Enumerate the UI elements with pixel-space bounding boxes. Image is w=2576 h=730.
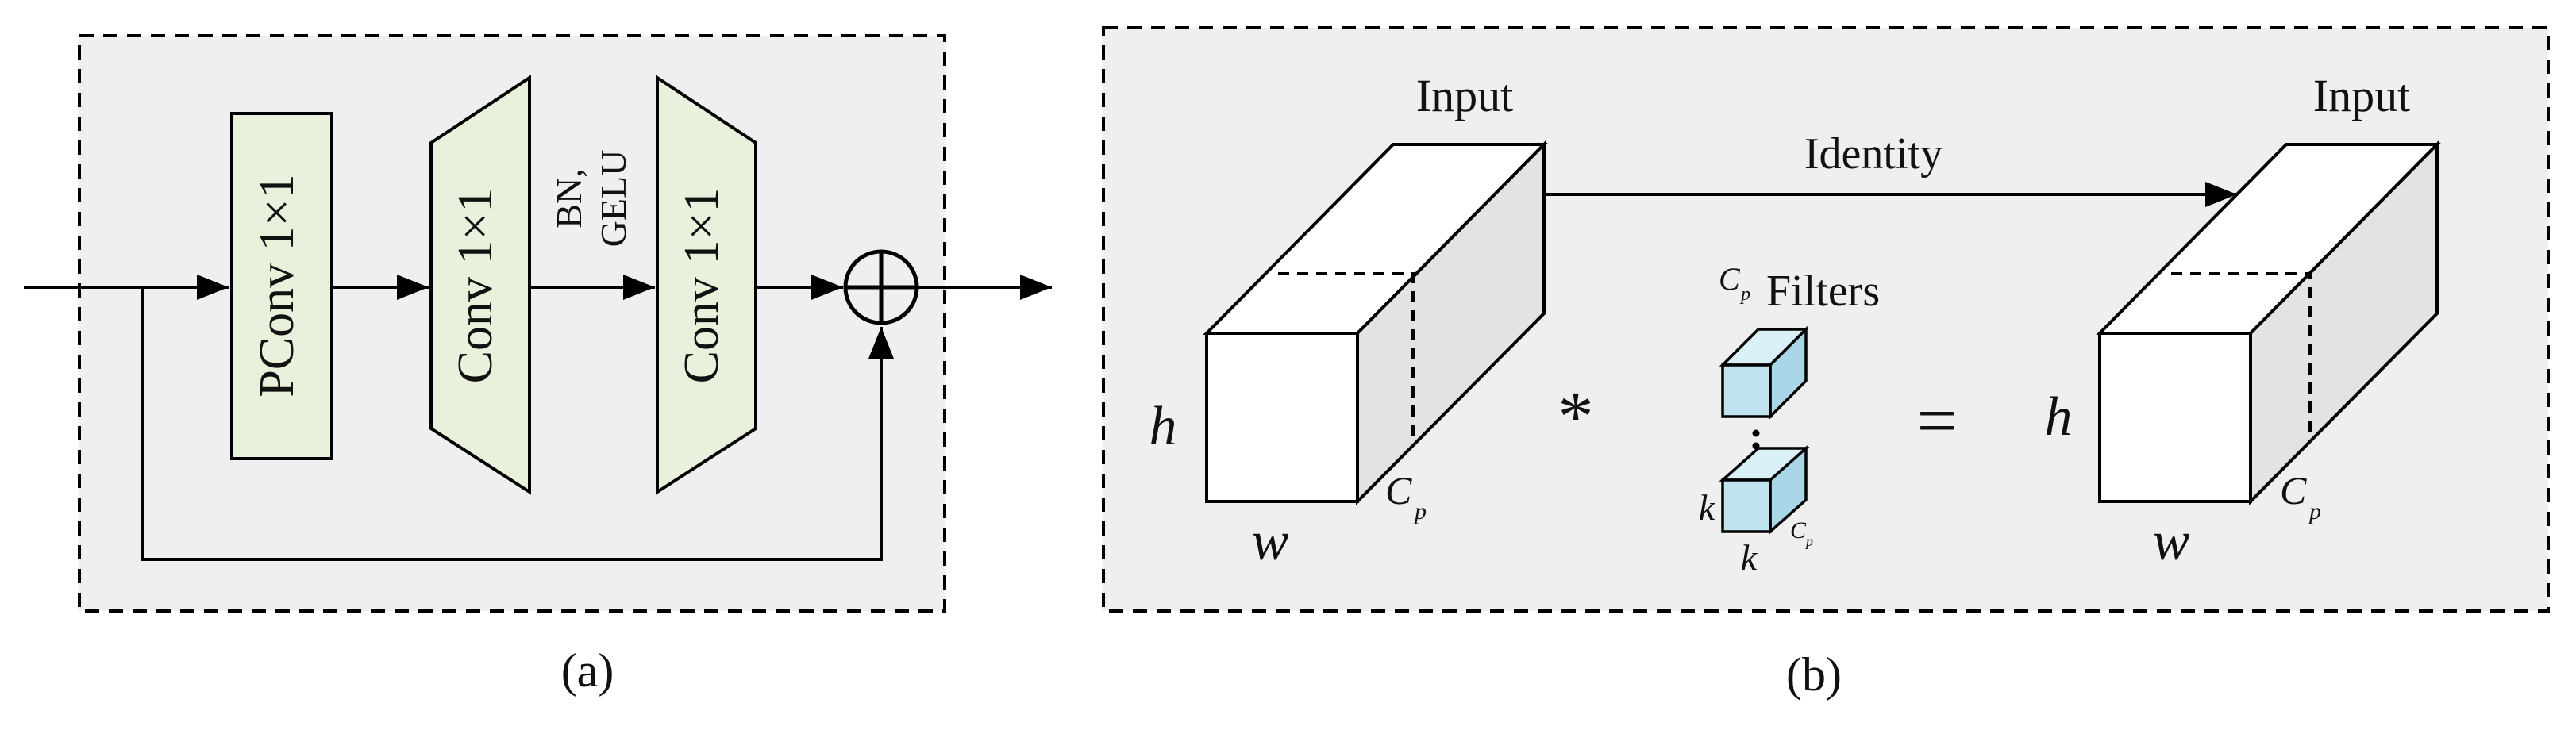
filter-cube-bottom <box>1719 445 1810 535</box>
cp-right-label: C p <box>2280 468 2321 524</box>
w-left-label: w <box>1252 511 1289 572</box>
input-left-label: Input <box>1416 70 1513 121</box>
caption-a: (a) <box>561 644 614 697</box>
svg-text:p: p <box>1804 533 1813 549</box>
skip-connection <box>141 287 894 561</box>
panel-a: PConv 1×1 Conv 1×1 BN, GELU Conv 1×1 (a) <box>24 34 1052 697</box>
filters-label: Filters <box>1766 267 1880 316</box>
equals-symbol: = <box>1917 382 1958 460</box>
svg-text:C: C <box>1385 468 1412 513</box>
cp-small-label: C p <box>1790 517 1813 549</box>
h-right-label: h <box>2045 386 2073 448</box>
input-tensor-right <box>2096 140 2441 505</box>
input-tensor-left <box>1203 140 1548 505</box>
caption-b: (b) <box>1786 648 1842 701</box>
svg-text:C: C <box>2280 468 2307 513</box>
w-right-label: w <box>2153 511 2190 572</box>
cp-left-label: C p <box>1385 468 1427 524</box>
conv1-label: Conv 1×1 <box>449 188 502 384</box>
svg-text:p: p <box>1739 284 1750 305</box>
pconv-block <box>230 112 333 460</box>
panel-b: Input h w C p Identity * C p Filters <box>1102 26 2550 701</box>
h-left-label: h <box>1149 396 1177 457</box>
filters-cp-label: C p <box>1719 261 1750 305</box>
pconv-label: PConv 1×1 <box>250 174 304 397</box>
bn-gelu-label: BN, GELU <box>549 150 633 248</box>
svg-text:C: C <box>1790 517 1807 544</box>
convolve-symbol: * <box>1558 378 1594 456</box>
k-left-label: k <box>1699 487 1716 528</box>
svg-text:p: p <box>1413 498 1427 524</box>
identity-label: Identity <box>1804 129 1943 179</box>
conv2-block <box>656 75 757 495</box>
conv1-block <box>429 75 531 495</box>
filter-cube-top <box>1719 325 1810 421</box>
input-right-label: Input <box>2313 70 2410 121</box>
k-bottom-label: k <box>1741 537 1758 578</box>
gelu-label: GELU <box>593 150 633 248</box>
conv2-label: Conv 1×1 <box>675 188 729 384</box>
bn-label: BN, <box>549 168 589 228</box>
add-node <box>843 249 919 325</box>
svg-text:C: C <box>1719 261 1741 297</box>
svg-text:p: p <box>2308 498 2321 524</box>
